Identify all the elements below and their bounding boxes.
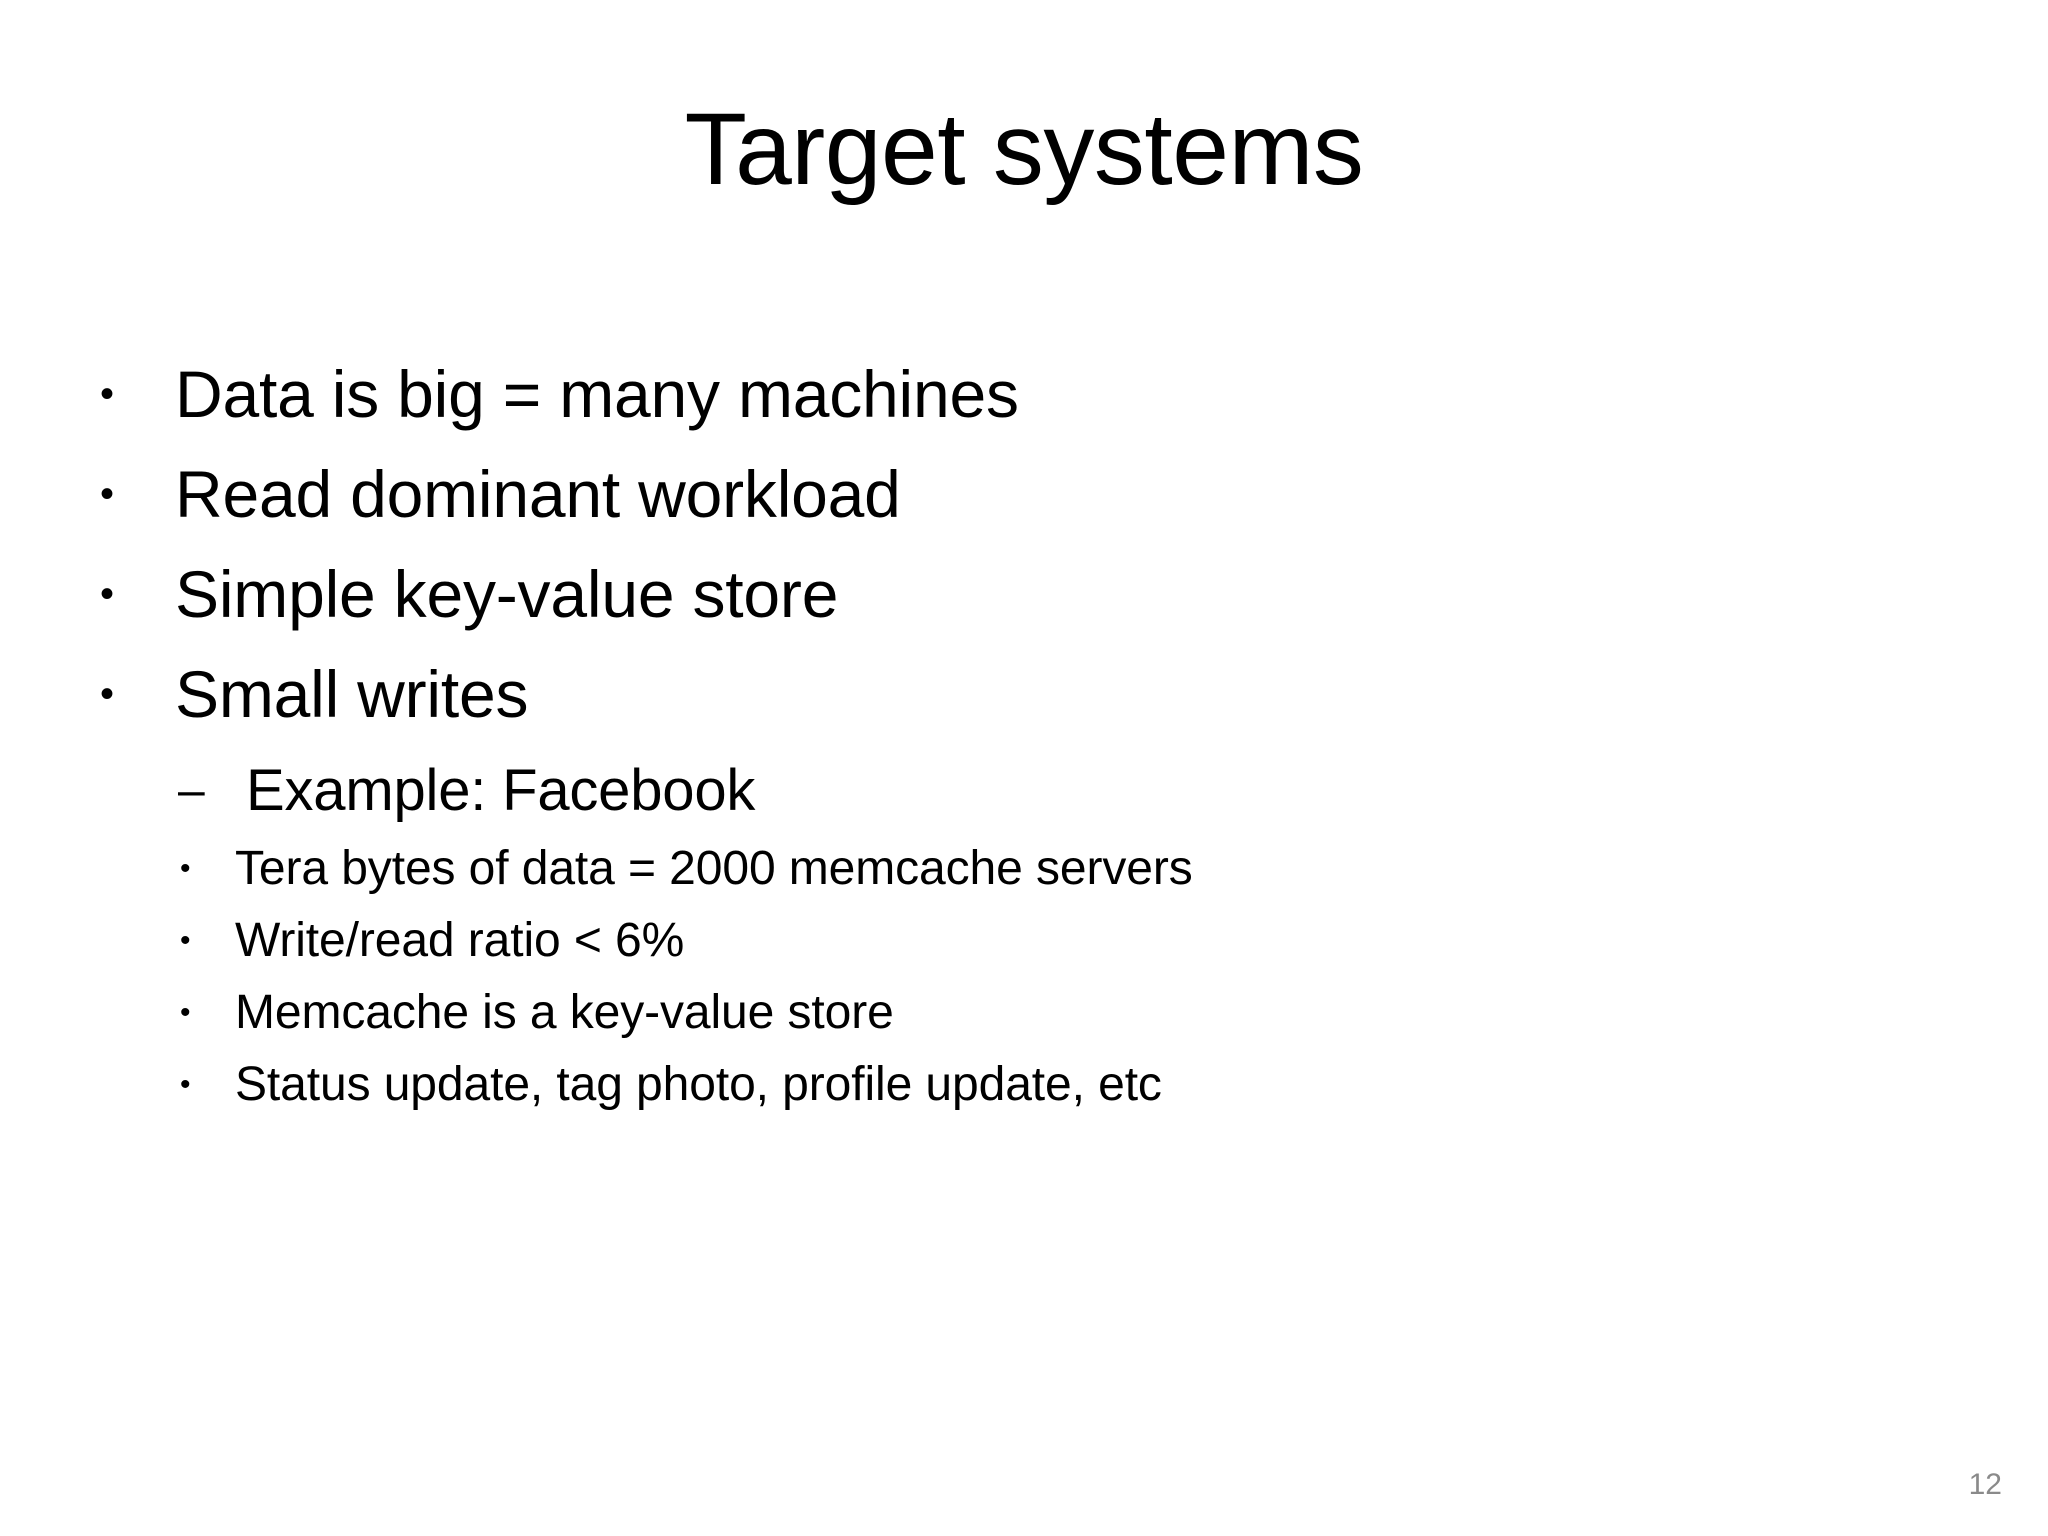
list-item: • Read dominant workload	[100, 455, 1980, 533]
bullet-text: Read dominant workload	[175, 457, 901, 531]
bullet-marker-icon: •	[100, 572, 115, 616]
bullet-text: Simple key-value store	[175, 557, 839, 631]
list-item: • Data is big = many machines	[100, 355, 1980, 433]
page-title: Target systems	[684, 92, 1364, 206]
bullet-list-level-1: • Data is big = many machines • Read dom…	[100, 355, 1980, 733]
list-item: – Example: Facebook	[178, 755, 1980, 827]
list-item: • Status update, tag photo, profile upda…	[180, 1055, 1980, 1115]
dash-marker-icon: –	[178, 764, 205, 817]
list-item: • Tera bytes of data = 2000 memcache ser…	[180, 839, 1980, 899]
list-item: • Memcache is a key-value store	[180, 983, 1980, 1043]
bullet-marker-icon: •	[180, 852, 191, 885]
bullet-list-level-2: – Example: Facebook	[100, 755, 1980, 827]
bullet-text: Tera bytes of data = 2000 memcache serve…	[235, 842, 1193, 895]
slide-body: • Data is big = many machines • Read dom…	[100, 355, 1980, 1127]
bullet-marker-icon: •	[180, 1068, 191, 1101]
list-item: • Simple key-value store	[100, 555, 1980, 633]
list-item: • Small writes	[100, 655, 1980, 733]
bullet-marker-icon: •	[100, 472, 115, 516]
page-number: 12	[1968, 1468, 2002, 1501]
bullet-marker-icon: •	[100, 672, 115, 716]
bullet-marker-icon: •	[100, 372, 115, 416]
bullet-list-level-3: • Tera bytes of data = 2000 memcache ser…	[100, 839, 1980, 1115]
bullet-marker-icon: •	[180, 924, 191, 957]
bullet-text: Example: Facebook	[246, 758, 756, 823]
bullet-text: Data is big = many machines	[175, 357, 1019, 431]
bullet-text: Memcache is a key-value store	[235, 986, 894, 1039]
list-item: • Write/read ratio < 6%	[180, 911, 1980, 971]
bullet-text: Status update, tag photo, profile update…	[235, 1058, 1162, 1111]
bullet-text: Small writes	[175, 657, 529, 731]
bullet-text: Write/read ratio < 6%	[235, 914, 685, 967]
bullet-marker-icon: •	[180, 996, 191, 1029]
